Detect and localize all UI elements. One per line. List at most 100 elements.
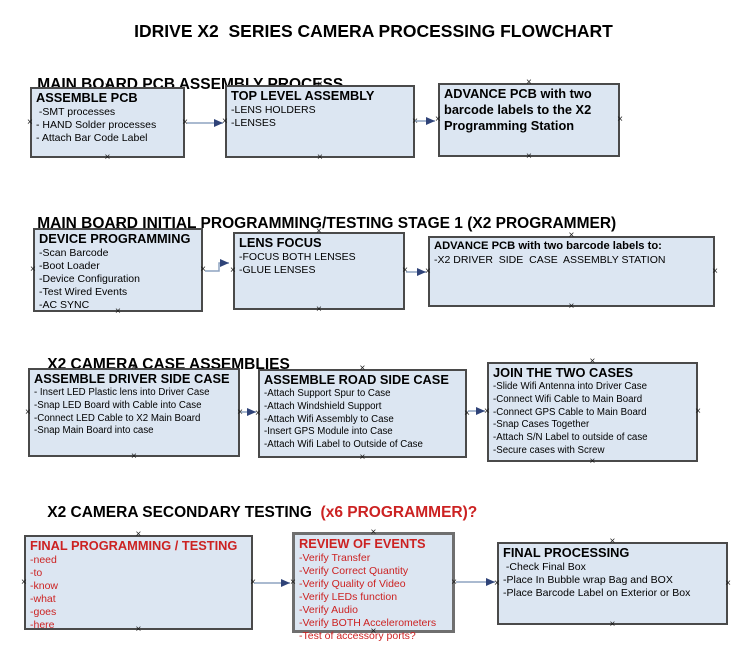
box-item: -Verify Quality of Video [299,578,406,590]
connection-handle-icon: × [135,529,142,540]
box-title: FINAL PROCESSING [503,545,630,560]
section-header-text: MAIN BOARD INITIAL PROGRAMMING/TESTING S… [37,215,617,232]
box-items: -X2 DRIVER SIDE CASE ASSEMBLY STATION [434,254,709,267]
box-items: -FOCUS BOTH LENSES-GLUE LENSES [239,251,399,277]
flow-box-lens-focus[interactable]: LENS FOCUS -FOCUS BOTH LENSES-GLUE LENSE… [230,227,408,315]
flow-box-device-programming[interactable]: DEVICE PROGRAMMING -Scan Barcode-Boot Lo… [30,223,206,317]
box-item: -here [30,619,55,631]
box-item: -GLUE LENSES [239,264,316,276]
box-items: -Slide Wifi Antenna into Driver Case -Con… [493,381,692,458]
flow-box-final-processing[interactable]: FINAL PROCESSING -Check Final Box-Place … [494,537,731,630]
box-items: -LENS HOLDERS-LENSES [231,104,409,130]
connection-handle-icon: × [609,619,616,630]
flow-box-assemble-pcb[interactable]: ASSEMBLE PCB -SMT processes- HAND Solder… [27,82,188,163]
box-items: - Insert LED Plastic lens into Driver Ca… [34,387,234,438]
connection-handle-icon: × [115,222,121,233]
box-item: -Snap Main Board into case [34,425,154,437]
connection-handle-icon: × [255,407,261,419]
box-item: -goes [30,606,57,618]
box-title: REVIEW OF EVENTS [299,536,426,551]
box-title: ASSEMBLE DRIVER SIDE CASE [34,371,230,386]
section-header-initial-programming: MAIN BOARD INITIAL PROGRAMMING/TESTING S… [20,197,616,251]
flow-box-top-level-assembly[interactable]: TOP LEVEL ASSEMBLY -LENS HOLDERS-LENSES … [222,80,418,163]
connection-handle-icon: × [317,152,323,163]
connection-handle-icon: × [317,79,323,90]
box-item: -Test of accessory ports? [299,630,416,642]
box-item: -Secure cases with Screw [493,444,605,456]
box-item: -Place In Bubble wrap Bag and BOX [503,574,673,586]
box-item: -Insert GPS Module into Case [264,426,393,438]
box-item: -Check Final Box [503,561,586,573]
box-item: -Attach Wifi Label to Outside of Case [264,439,423,451]
connection-handle-icon: × [370,527,377,538]
box-item: -Verify Transfer [299,552,371,564]
connection-handle-icon: × [435,114,441,125]
box-title: ADVANCE PCB with two barcode labels to: [434,240,662,252]
connection-handle-icon: × [589,456,596,467]
section-header-text: X2 CAMERA SECONDARY TESTING [47,504,312,521]
box-item: -know [30,580,59,592]
connection-handle-icon: × [104,81,111,92]
connection-handle-icon: × [200,264,206,275]
box-item: -Slide Wifi Antenna into Driver Case [493,381,647,392]
box-item: -Boot Loader [39,260,100,272]
connection-handle-icon: × [237,406,243,418]
box-item: -Snap Cases Together [493,419,590,431]
flow-box-assemble-road-side-case[interactable]: ASSEMBLE ROAD SIDE CASE -Attach Support … [255,364,470,463]
box-item: -Connect LED Cable to X2 Main Board [34,412,201,424]
box-item: -Scan Barcode [39,247,109,259]
connection-handle-icon: × [526,151,532,162]
connection-handle-icon: × [21,576,27,588]
connection-handle-icon: × [695,406,701,417]
box-item: -Connect GPS Cable to Main Board [493,406,647,418]
connection-handle-icon: × [568,301,575,312]
connection-handle-icon: × [359,452,366,463]
flow-box-review-of-events[interactable]: REVIEW OF EVENTS -Verify Transfer -Verify… [290,528,457,643]
box-item: - HAND Solder processes [36,119,157,131]
page-title: IDRIVE X2 SERIES CAMERA PROCESSING FLOWC… [134,21,613,41]
box-item: -to [30,567,43,579]
flow-box-advance-pcb-driver-side[interactable]: ADVANCE PCB with two barcode labels to: … [425,231,718,312]
connection-handle-icon: × [494,577,500,589]
box-item: - Insert LED Plastic lens into Driver Ca… [34,387,210,398]
box-title: ADVANCE PCB with two barcode labels to t… [444,86,596,133]
connection-handle-icon: × [104,152,111,163]
box-item: -Attach Support Spur to Case [264,388,391,399]
connection-handle-icon: × [712,265,718,277]
connection-handle-icon: × [222,115,228,127]
connection-handle-icon: × [250,576,256,588]
connection-handle-icon: × [359,363,366,374]
box-items: -Scan Barcode-Boot Loader-Device Configu… [39,247,197,312]
flow-box-assemble-driver-side-case[interactable]: ASSEMBLE DRIVER SIDE CASE - Insert LED P… [25,363,243,462]
connection-handle-icon: × [451,576,457,588]
box-item: -Test Wired Events [39,286,128,298]
connection-handle-icon: × [290,576,296,588]
connection-handle-icon: × [25,406,31,418]
section-header-secondary-testing: X2 CAMERA SECONDARY TESTING (x6 PROGRAMM… [30,486,477,540]
connection-handle-icon: × [484,406,490,417]
connection-handle-icon: × [316,304,322,315]
connection-handle-icon: × [412,115,418,127]
box-title: JOIN THE TWO CASES [493,365,634,380]
box-title: LENS FOCUS [239,235,322,250]
box-item: -Verify LEDs function [299,591,398,603]
box-item: -need [30,554,57,566]
box-item: -AC SYNC [39,299,90,311]
connection-handle-icon: × [182,116,188,128]
connection-handle-icon: × [568,230,575,241]
box-item: -Attach Wifi Assembly to Case [264,413,394,425]
connection-handle-icon: × [131,451,137,462]
box-item: -Verify BOTH Accelerometers [299,617,437,629]
box-title: ASSEMBLE PCB [36,90,138,105]
box-item: -X2 DRIVER SIDE CASE ASSEMBLY STATION [434,254,666,266]
flow-box-advance-pcb-programming-station[interactable]: ADVANCE PCB with two barcode labels to t… [435,78,623,162]
box-item: -LENSES [231,117,276,129]
connection-handle-icon: × [316,226,322,237]
flow-box-final-programming-testing[interactable]: FINAL PROGRAMMING / TESTING -need-to-kno… [21,530,256,635]
connection-handle-icon: × [230,265,236,276]
box-item: -Snap LED Board with Cable into Case [34,399,202,411]
flow-box-join-the-two-cases[interactable]: JOIN THE TWO CASES -Slide Wifi Antenna i… [484,357,701,467]
box-items: -Attach Support Spur to Case-Attach Wind… [264,388,461,452]
box-title: FINAL PROGRAMMING / TESTING [30,538,238,553]
box-title: DEVICE PROGRAMMING [39,231,191,246]
